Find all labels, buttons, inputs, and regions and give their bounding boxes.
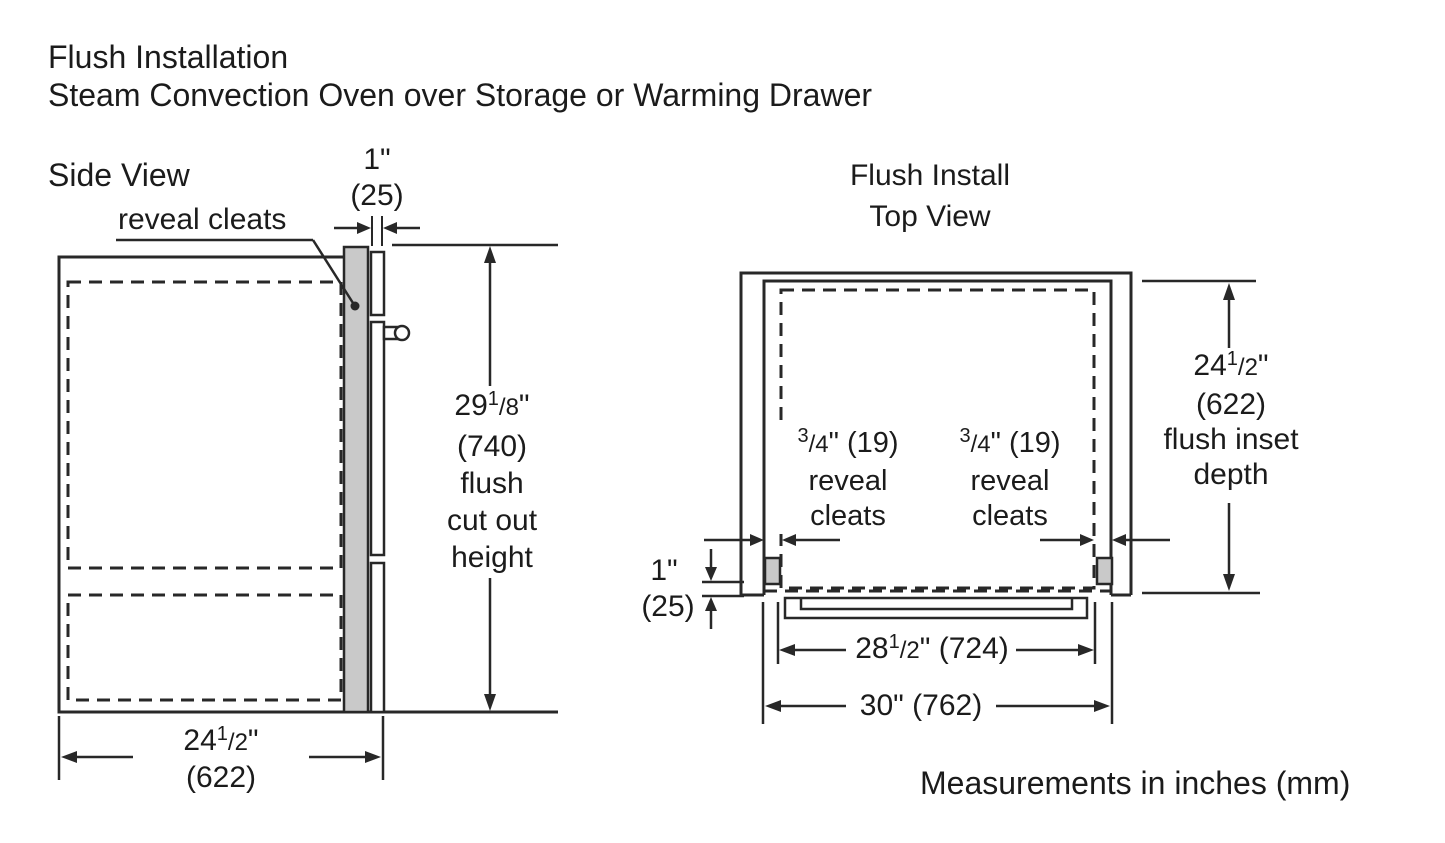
side-reveal-dim-inches: 1"	[363, 143, 391, 176]
side-door-handle	[382, 324, 411, 342]
top-inner-width-dimension	[776, 602, 1097, 664]
top-outer-width-dimension	[761, 602, 1114, 724]
side-cutout-height-desc1: flush	[460, 467, 524, 500]
side-cutout-height-dimension	[392, 243, 558, 711]
top-view-title-line1: Flush Install	[849, 159, 1011, 192]
side-view-label: Side View	[48, 157, 190, 193]
top-front-offset-dimension	[702, 549, 744, 629]
side-door-lower	[369, 561, 386, 714]
top-inset-depth-mm: (622)	[1195, 388, 1267, 421]
side-cutout-height-desc3: height	[451, 541, 533, 574]
top-inner-width-label: 281/2" (724)	[848, 631, 1016, 670]
side-reveal-dim-mm: (25)	[350, 179, 404, 212]
side-drawer-dashed	[66, 593, 343, 702]
top-right-cleat-value: 3/4" (19)	[959, 425, 1061, 459]
side-door-upper	[369, 250, 386, 317]
top-right-cleat-label: 3/4" (19) reveal cleats	[934, 425, 1086, 534]
top-left-cleat-line3: cleats	[810, 500, 886, 532]
top-wall-outer	[739, 271, 1133, 595]
measurements-note: Measurements in inches (mm)	[920, 765, 1351, 801]
side-width-dim-label: 241/2" (622)	[133, 723, 309, 795]
top-inset-depth-dimension	[1142, 279, 1260, 595]
top-left-cleat-value: 3/4" (19)	[797, 425, 899, 459]
side-cutout-height-desc2: cut out	[446, 504, 538, 537]
diagram-subtitle: Steam Convection Oven over Storage or Wa…	[48, 77, 873, 113]
side-cabinet-outline	[57, 255, 558, 714]
side-width-mm: (622)	[185, 761, 257, 794]
top-view-title-line2: Top View	[869, 200, 991, 233]
top-view-drawing	[702, 271, 1260, 724]
side-door-middle	[369, 320, 386, 557]
side-view-drawing	[57, 216, 558, 780]
top-front-offset-inches: 1"	[650, 554, 678, 587]
top-inset-depth-value: 241/2"	[1193, 348, 1269, 382]
top-front-offset-mm: (25)	[641, 590, 695, 623]
top-right-cleat-arrows	[1040, 534, 1170, 546]
top-inset-depth-desc2: depth	[1193, 458, 1269, 491]
side-cutout-height-value: 291/8"	[454, 388, 530, 422]
top-left-cleat-label: 3/4" (19) reveal cleats	[772, 425, 924, 534]
top-left-cleat-arrows	[704, 534, 840, 546]
top-left-cleat	[763, 556, 782, 586]
side-width-value: 241/2"	[183, 723, 259, 757]
top-right-cleat-line3: cleats	[972, 500, 1048, 532]
top-outer-width-label: 30" (762)	[846, 688, 996, 724]
diagram-title: Flush Installation	[48, 39, 289, 75]
reveal-cleats-label: reveal cleats	[118, 203, 287, 236]
reveal-cleats-leader	[116, 238, 360, 311]
side-reveal-dimension	[334, 216, 420, 246]
top-door-front	[783, 596, 1089, 620]
side-oven-dashed	[66, 280, 343, 570]
top-inset-depth-label: 241/2" (622) flush inset depth	[1136, 348, 1326, 492]
top-inset-depth-desc1: flush inset	[1163, 423, 1299, 456]
top-right-cleat-line2: reveal	[970, 465, 1050, 497]
top-right-cleat	[1095, 556, 1114, 586]
top-wall-inner	[762, 279, 1113, 595]
top-left-cleat-line2: reveal	[808, 465, 888, 497]
side-cutout-height-dim-label: 291/8" (740) flush cut out height	[417, 387, 567, 576]
side-filler-bar	[342, 245, 370, 714]
top-view-title: Flush Install Top View	[810, 155, 1050, 237]
side-cutout-height-mm: (740)	[456, 430, 528, 463]
